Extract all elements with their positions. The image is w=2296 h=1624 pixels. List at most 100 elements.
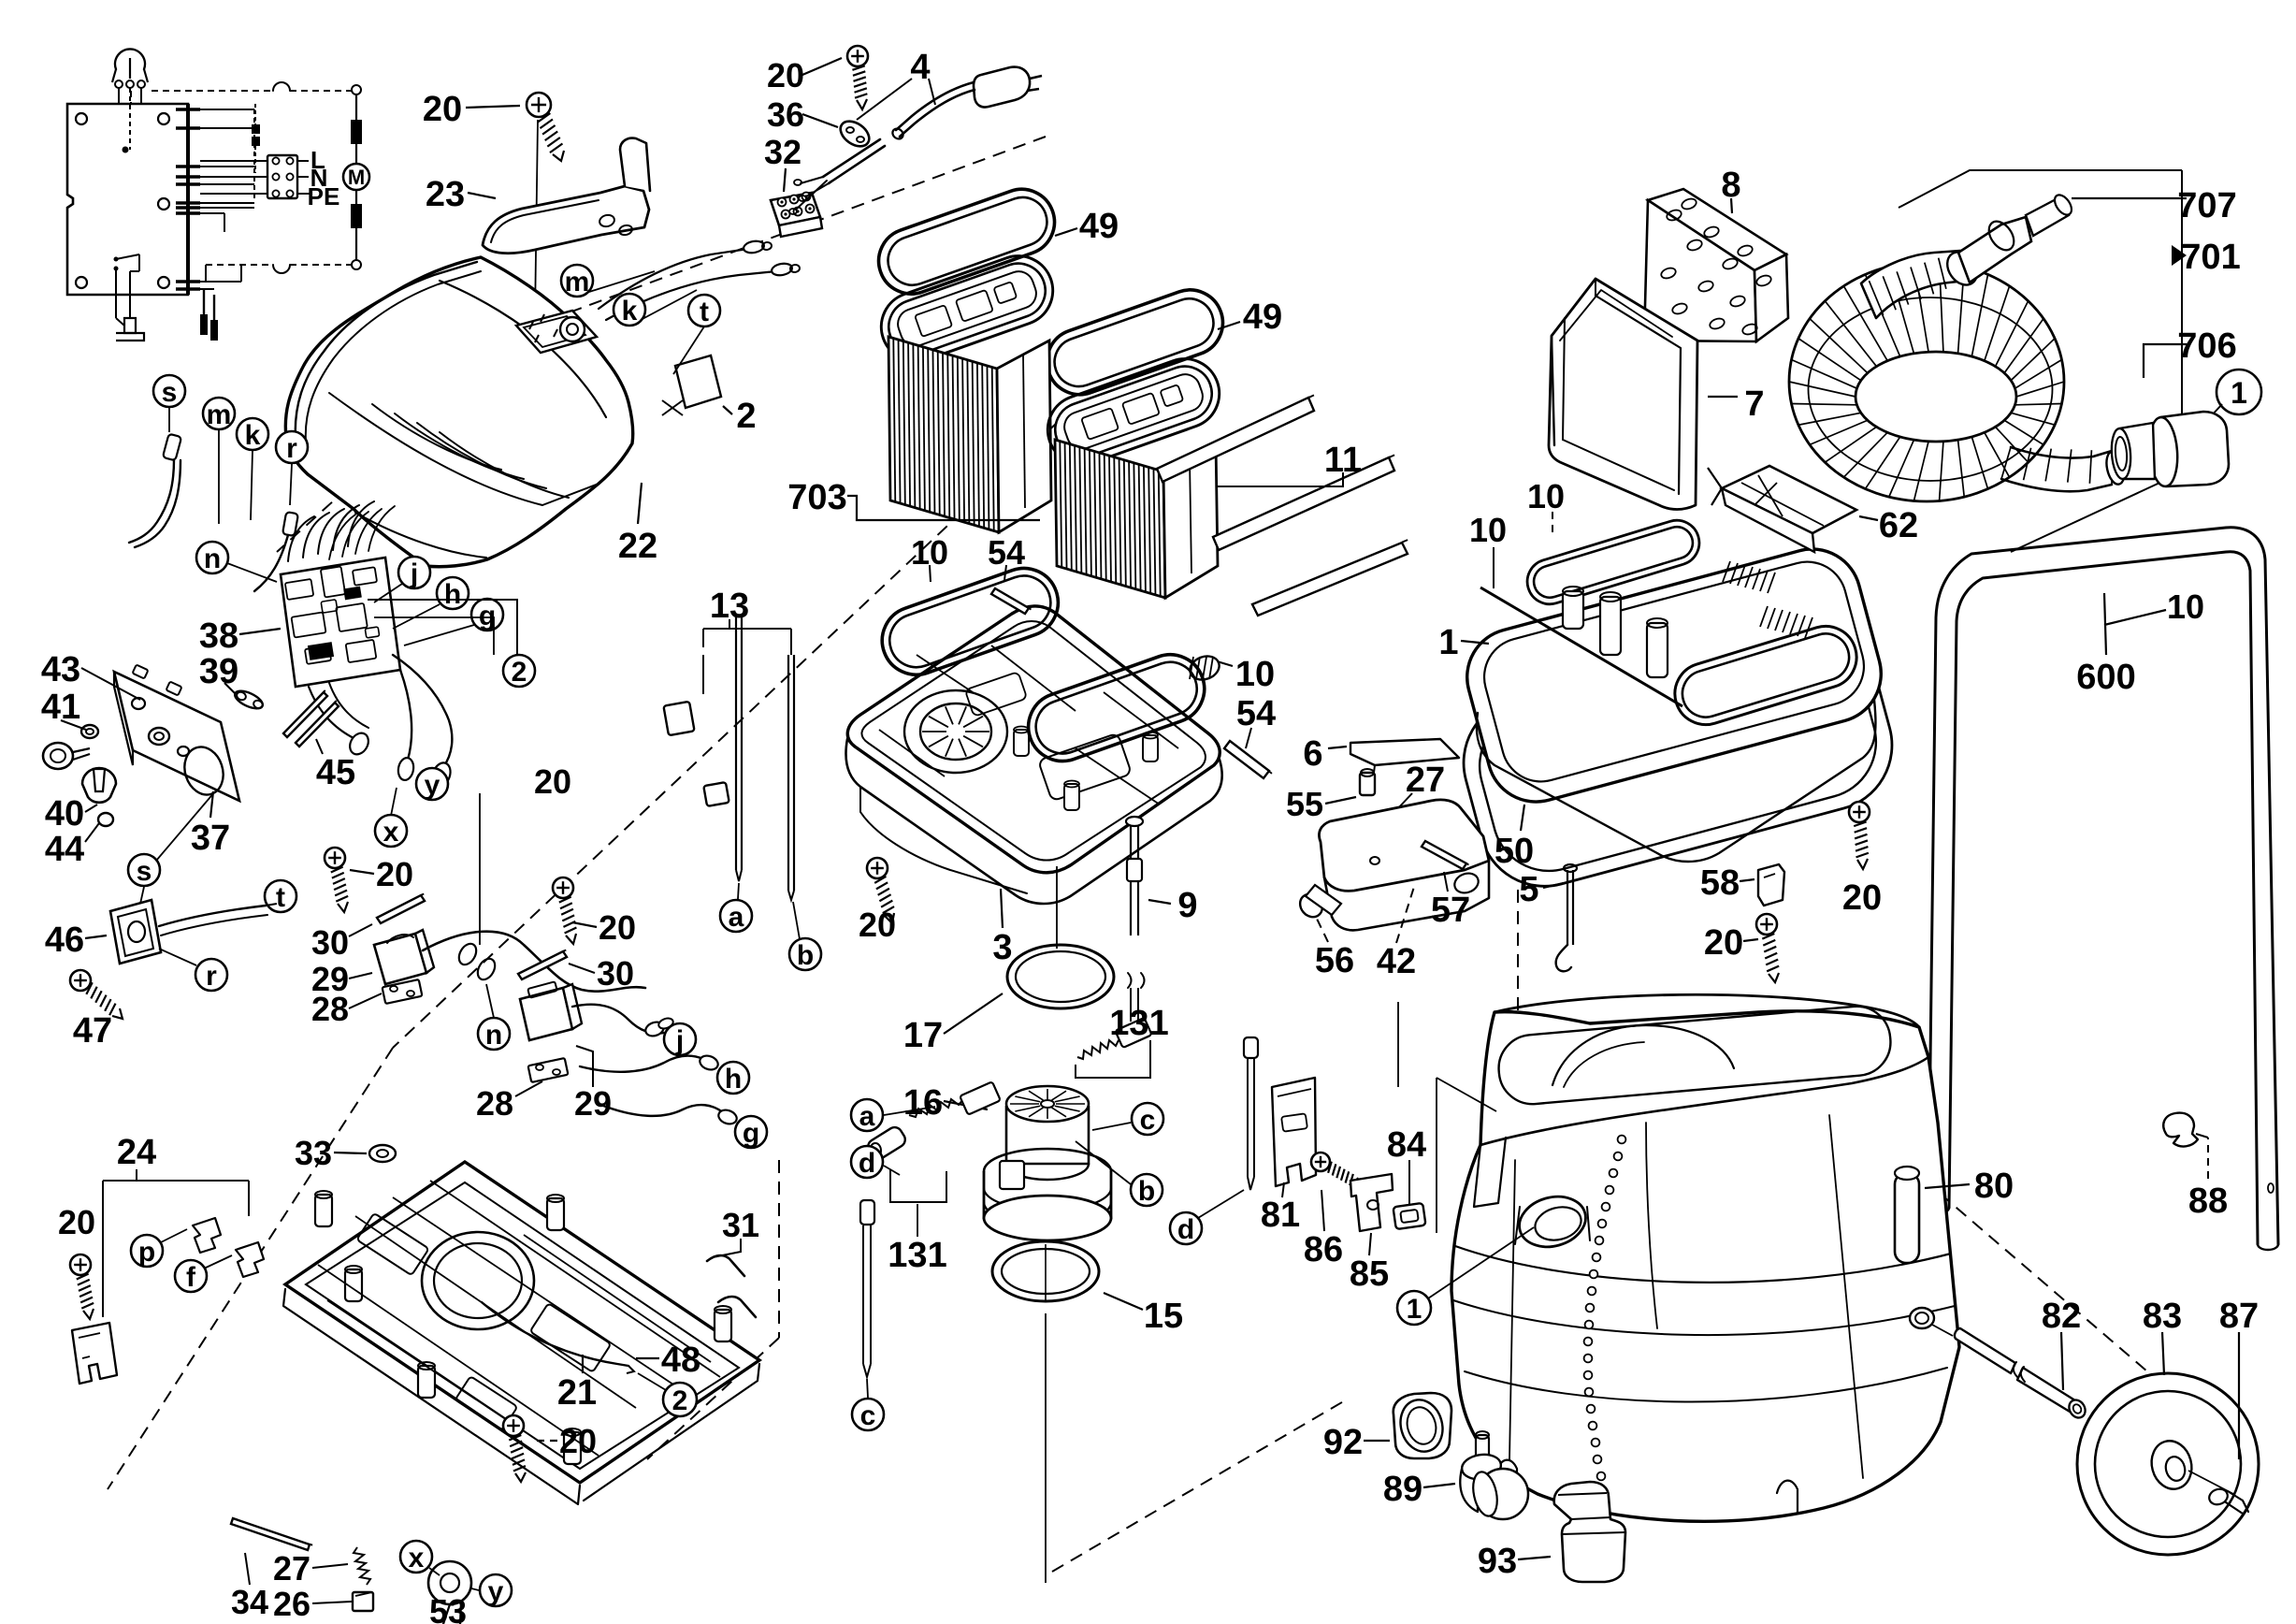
svg-text:t: t bbox=[276, 882, 285, 913]
svg-text:131: 131 bbox=[1109, 1004, 1168, 1043]
svg-text:89: 89 bbox=[1383, 1470, 1422, 1509]
svg-text:50: 50 bbox=[1495, 832, 1534, 871]
svg-text:M: M bbox=[348, 166, 365, 189]
svg-text:32: 32 bbox=[764, 133, 801, 171]
svg-text:31: 31 bbox=[722, 1206, 759, 1244]
svg-text:20: 20 bbox=[767, 56, 804, 94]
svg-text:y: y bbox=[488, 1576, 504, 1607]
svg-text:b: b bbox=[1138, 1176, 1155, 1207]
svg-text:703: 703 bbox=[787, 478, 846, 517]
svg-text:26: 26 bbox=[273, 1585, 310, 1623]
svg-text:92: 92 bbox=[1323, 1423, 1363, 1462]
svg-text:8: 8 bbox=[1721, 166, 1740, 205]
svg-text:33: 33 bbox=[295, 1134, 332, 1172]
svg-text:n: n bbox=[204, 544, 221, 574]
svg-text:20: 20 bbox=[859, 906, 896, 944]
svg-text:g: g bbox=[479, 601, 496, 631]
svg-text:20: 20 bbox=[1704, 923, 1743, 963]
svg-text:55: 55 bbox=[1286, 785, 1323, 823]
svg-text:54: 54 bbox=[1236, 694, 1276, 733]
svg-text:20: 20 bbox=[1842, 878, 1882, 918]
svg-text:L: L bbox=[310, 146, 325, 174]
svg-text:b: b bbox=[797, 940, 814, 971]
svg-text:g: g bbox=[743, 1118, 759, 1149]
svg-text:3: 3 bbox=[992, 928, 1012, 967]
svg-text:80: 80 bbox=[1974, 1167, 2014, 1206]
svg-text:9: 9 bbox=[1177, 886, 1197, 925]
svg-text:57: 57 bbox=[1431, 891, 1470, 930]
svg-text:n: n bbox=[485, 1020, 502, 1051]
svg-text:p: p bbox=[138, 1237, 155, 1268]
svg-text:706: 706 bbox=[2177, 326, 2236, 366]
svg-text:1: 1 bbox=[2231, 376, 2247, 410]
svg-text:5: 5 bbox=[1519, 870, 1538, 909]
svg-text:d: d bbox=[859, 1148, 875, 1179]
svg-text:131: 131 bbox=[888, 1236, 946, 1275]
svg-text:r: r bbox=[206, 961, 217, 992]
svg-text:16: 16 bbox=[903, 1083, 943, 1123]
svg-text:42: 42 bbox=[1377, 942, 1416, 981]
svg-text:c: c bbox=[860, 1400, 876, 1431]
svg-text:83: 83 bbox=[2143, 1297, 2182, 1336]
svg-text:43: 43 bbox=[41, 650, 80, 689]
svg-text:707: 707 bbox=[2177, 186, 2236, 225]
svg-text:f: f bbox=[186, 1262, 196, 1293]
svg-text:24: 24 bbox=[117, 1133, 156, 1172]
svg-text:21: 21 bbox=[557, 1373, 597, 1413]
svg-text:58: 58 bbox=[1700, 863, 1740, 903]
svg-text:10: 10 bbox=[1235, 655, 1275, 694]
svg-text:46: 46 bbox=[45, 921, 84, 960]
svg-text:N: N bbox=[310, 164, 328, 192]
svg-text:r: r bbox=[286, 433, 297, 464]
svg-text:47: 47 bbox=[73, 1011, 112, 1051]
svg-text:85: 85 bbox=[1350, 1254, 1389, 1294]
svg-text:x: x bbox=[383, 817, 399, 848]
svg-text:40: 40 bbox=[45, 794, 84, 834]
svg-text:20: 20 bbox=[534, 762, 571, 801]
svg-text:d: d bbox=[1177, 1214, 1194, 1245]
svg-text:29: 29 bbox=[574, 1084, 612, 1123]
svg-text:y: y bbox=[425, 770, 440, 801]
svg-text:56: 56 bbox=[1315, 941, 1354, 980]
svg-text:20: 20 bbox=[559, 1422, 597, 1460]
svg-text:81: 81 bbox=[1261, 1196, 1300, 1235]
svg-text:10: 10 bbox=[1469, 511, 1507, 549]
svg-text:86: 86 bbox=[1304, 1230, 1343, 1269]
svg-text:29: 29 bbox=[311, 960, 349, 998]
svg-text:10: 10 bbox=[2167, 587, 2204, 626]
svg-text:88: 88 bbox=[2188, 1182, 2228, 1221]
svg-text:44: 44 bbox=[45, 830, 84, 869]
svg-text:15: 15 bbox=[1144, 1297, 1183, 1336]
svg-text:600: 600 bbox=[2076, 658, 2135, 697]
svg-text:j: j bbox=[410, 558, 418, 589]
svg-text:17: 17 bbox=[903, 1016, 943, 1055]
svg-text:2: 2 bbox=[736, 397, 756, 436]
svg-text:j: j bbox=[675, 1025, 684, 1056]
svg-text:10: 10 bbox=[1527, 477, 1565, 515]
svg-text:s: s bbox=[137, 856, 152, 887]
svg-text:4: 4 bbox=[910, 48, 930, 87]
svg-text:23: 23 bbox=[426, 175, 465, 214]
svg-text:28: 28 bbox=[311, 990, 349, 1028]
svg-text:20: 20 bbox=[376, 855, 413, 893]
svg-text:30: 30 bbox=[597, 954, 634, 993]
svg-text:s: s bbox=[162, 377, 178, 408]
svg-text:k: k bbox=[245, 420, 261, 451]
svg-text:49: 49 bbox=[1079, 207, 1119, 246]
svg-text:20: 20 bbox=[599, 908, 636, 947]
svg-text:h: h bbox=[444, 579, 461, 610]
svg-text:2: 2 bbox=[512, 657, 527, 688]
svg-text:45: 45 bbox=[316, 753, 355, 792]
svg-text:t: t bbox=[700, 297, 709, 327]
svg-text:49: 49 bbox=[1243, 297, 1282, 337]
svg-text:39: 39 bbox=[199, 652, 238, 691]
svg-text:6: 6 bbox=[1303, 734, 1322, 774]
svg-text:22: 22 bbox=[618, 527, 657, 566]
svg-text:x: x bbox=[409, 1543, 425, 1573]
svg-text:53: 53 bbox=[429, 1592, 467, 1624]
svg-text:62: 62 bbox=[1879, 506, 1918, 545]
svg-text:37: 37 bbox=[191, 819, 230, 858]
svg-text:1: 1 bbox=[1438, 623, 1458, 662]
svg-text:1: 1 bbox=[1407, 1294, 1422, 1325]
svg-text:a: a bbox=[729, 902, 744, 933]
